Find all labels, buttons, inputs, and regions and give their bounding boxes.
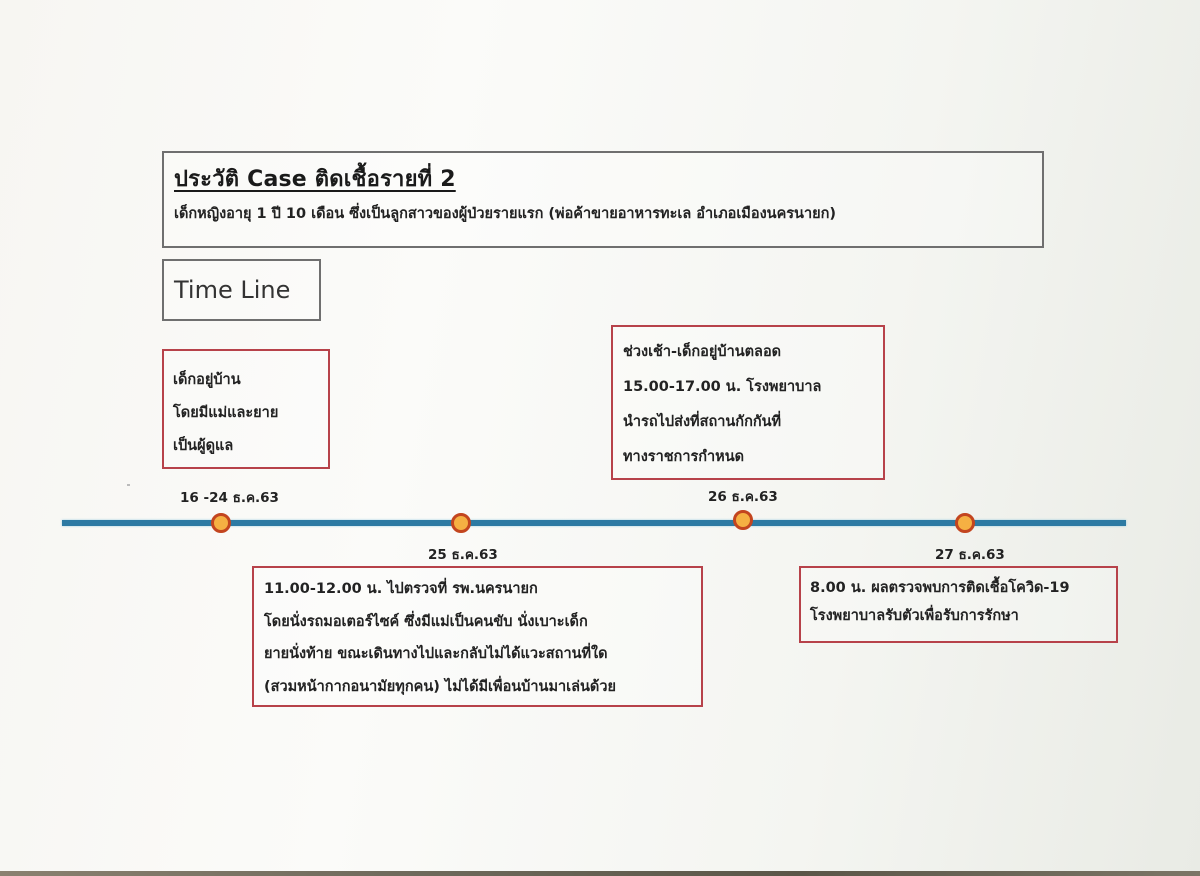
table-surface-edge	[0, 871, 1200, 876]
date-label-dec25: 25 ธ.ค.63	[428, 547, 498, 563]
event-text-line: (สวมหน้ากากอนามัยทุกคน) ไม่ได้มีเพื่อนบ้…	[264, 678, 616, 695]
event-text-line: ยายนั่งท้าย ขณะเดินทางไปและกลับไม่ได้แวะ…	[264, 646, 608, 662]
event-text-line: นำรถไปส่งที่สถานกักกันที่	[623, 414, 782, 430]
event-text-line: โดยมีแม่และยาย	[173, 405, 279, 421]
event-text-line: โรงพยาบาลรับตัวเพื่อรับการรักษา	[810, 608, 1019, 624]
event-box-dec16-24: เด็กอยู่บ้าน โดยมีแม่และยาย เป็นผู้ดูแล	[162, 349, 330, 469]
event-text-line: 8.00 น. ผลตรวจพบการติดเชื้อโควิด-19	[810, 580, 1070, 596]
timeline-label: Time Line	[174, 276, 291, 304]
timeline-marker-dec16-24	[211, 513, 231, 533]
event-box-dec26: ช่วงเช้า-เด็กอยู่บ้านตลอด 15.00-17.00 น.…	[611, 325, 885, 480]
case-header-box: ประวัติ Case ติดเชื้อรายที่ 2 เด็กหญิงอา…	[162, 151, 1044, 248]
paper-speck	[127, 484, 130, 486]
event-box-dec25: 11.00-12.00 น. ไปตรวจที่ รพ.นครนายก โดยน…	[252, 566, 703, 707]
timeline-marker-dec27	[955, 513, 975, 533]
event-text-line: โดยนั่งรถมอเตอร์ไซค์ ซึ่งมีแม่เป็นคนขับ …	[264, 613, 588, 630]
event-text-line: เด็กอยู่บ้าน	[173, 372, 241, 388]
event-text-line: ช่วงเช้า-เด็กอยู่บ้านตลอด	[623, 344, 782, 360]
event-text-line: 11.00-12.00 น. ไปตรวจที่ รพ.นครนายก	[264, 581, 538, 597]
timeline-marker-dec26	[733, 510, 753, 530]
date-label-dec26: 26 ธ.ค.63	[708, 489, 778, 505]
date-label-dec16-24: 16 -24 ธ.ค.63	[180, 490, 279, 506]
event-box-dec27: 8.00 น. ผลตรวจพบการติดเชื้อโควิด-19 โรงพ…	[799, 566, 1118, 643]
event-text-line: เป็นผู้ดูแล	[173, 438, 234, 454]
timeline-label-box: Time Line	[162, 259, 321, 321]
case-subtitle: เด็กหญิงอายุ 1 ปี 10 เดือน ซึ่งเป็นลูกสา…	[174, 206, 837, 222]
case-title: ประวัติ Case ติดเชื้อรายที่ 2	[174, 167, 456, 192]
event-text-line: 15.00-17.00 น. โรงพยาบาล	[623, 379, 822, 395]
timeline-axis	[62, 520, 1126, 526]
event-text-line: ทางราชการกำหนด	[623, 449, 745, 465]
date-label-dec27: 27 ธ.ค.63	[935, 547, 1005, 563]
timeline-marker-dec25	[451, 513, 471, 533]
